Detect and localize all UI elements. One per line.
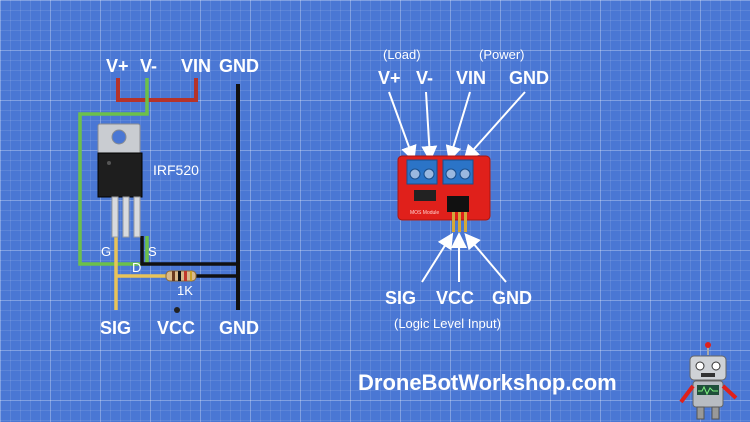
arrow-sig (421, 232, 454, 283)
mos-module-board (397, 155, 491, 232)
arrow-v-minus (421, 91, 438, 162)
right-terminal-v-plus: V+ (378, 68, 401, 88)
arrow-gnd-top (463, 91, 526, 161)
arrow-gnd-bottom (464, 232, 507, 283)
left-terminal-v-minus: V- (140, 56, 158, 76)
module-silkscreen: MOS Module (410, 210, 440, 216)
brand-text: DroneBotWorkshop.com (358, 370, 617, 395)
logic-input-label: (Logic Level Input) (394, 316, 501, 331)
pin-g-label: G (101, 244, 112, 259)
right-terminal-gnd: GND (509, 68, 549, 88)
right-terminal-vin: VIN (456, 68, 487, 88)
vcc-point (174, 307, 180, 313)
left-terminal-vcc: VCC (157, 318, 196, 338)
arrow-v-plus (388, 91, 417, 162)
left-terminal-gnd: GND (219, 56, 259, 76)
right-terminal-sig: SIG (385, 288, 417, 308)
load-label: (Load) (383, 47, 421, 62)
red-wire (116, 78, 198, 102)
left-terminal-v-plus: V+ (106, 56, 129, 76)
left-terminal-gnd-bottom: GND (219, 318, 259, 338)
irf520-transistor (97, 123, 143, 238)
left-terminal-vin: VIN (181, 56, 212, 76)
right-terminal-gnd-bottom: GND (492, 288, 532, 308)
arrow-vin (445, 91, 471, 162)
pin-d-label: D (132, 260, 142, 275)
resistor-1k (165, 270, 197, 282)
right-terminal-vcc: VCC (436, 288, 475, 308)
left-terminal-sig: SIG (100, 318, 132, 338)
transistor-label: IRF520 (153, 162, 199, 178)
right-terminal-v-minus: V- (416, 68, 434, 88)
black-source-wire (140, 236, 238, 266)
green-wire (78, 78, 149, 266)
power-label: (Power) (479, 47, 525, 62)
pin-s-label: S (148, 244, 157, 259)
resistor-label: 1K (177, 283, 193, 298)
